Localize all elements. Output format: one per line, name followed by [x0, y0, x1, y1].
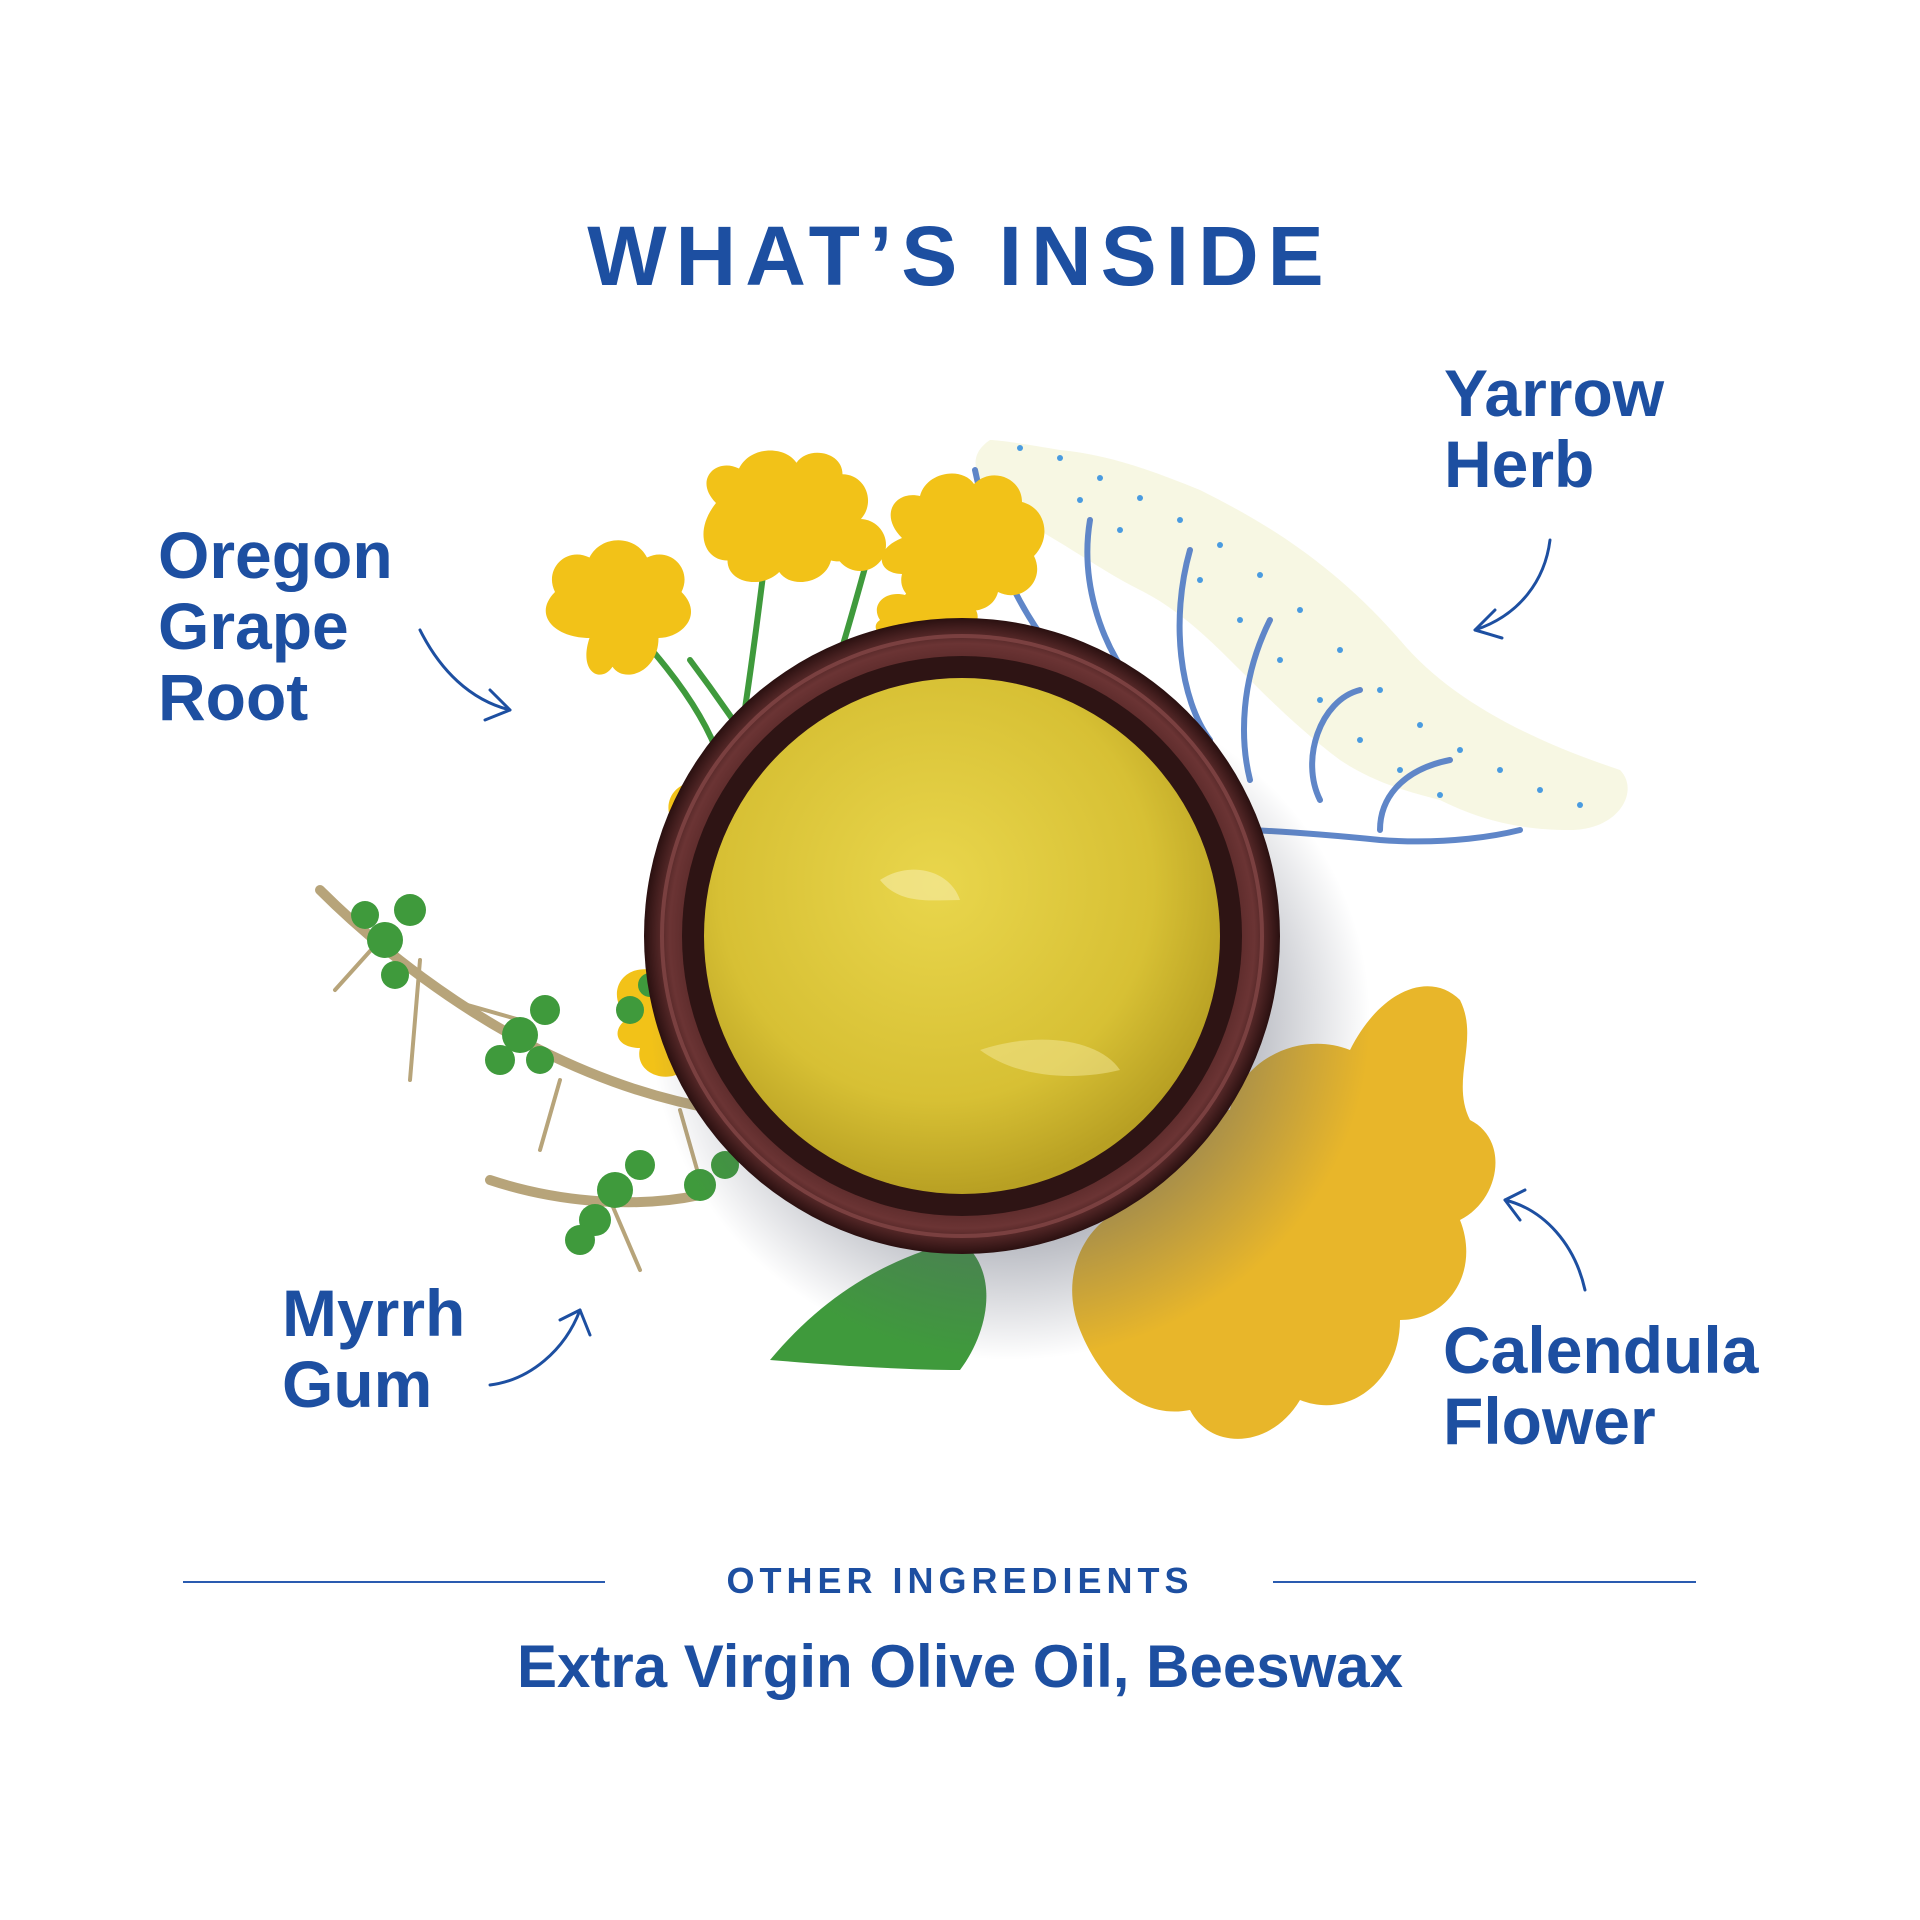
calendula-arrow-icon	[1503, 1188, 1587, 1292]
myrrh-illustration	[315, 885, 739, 1272]
other-ingredients-heading: OTHER INGREDIENTS	[726, 1560, 1194, 1601]
page-title: WHAT’S INSIDE	[587, 209, 1333, 303]
ingredient-label-oregon-grape-root: Oregon Grape Root	[158, 518, 393, 734]
myrrh-arrow-icon	[488, 1308, 592, 1387]
salve-jar	[644, 618, 1280, 1254]
ingredient-label-yarrow-herb: Yarrow Herb	[1444, 356, 1665, 501]
ingredient-label-myrrh-gum: Myrrh Gum	[282, 1276, 466, 1421]
other-ingredients-list: Extra Virgin Olive Oil, Beeswax	[517, 1633, 1403, 1700]
yarrow-arrow-icon	[1473, 538, 1552, 640]
divider-left	[183, 1581, 605, 1583]
oregon-arrow-icon	[418, 628, 512, 722]
divider-right	[1273, 1581, 1696, 1583]
ingredient-label-calendula-flower: Calendula Flower	[1443, 1313, 1759, 1458]
